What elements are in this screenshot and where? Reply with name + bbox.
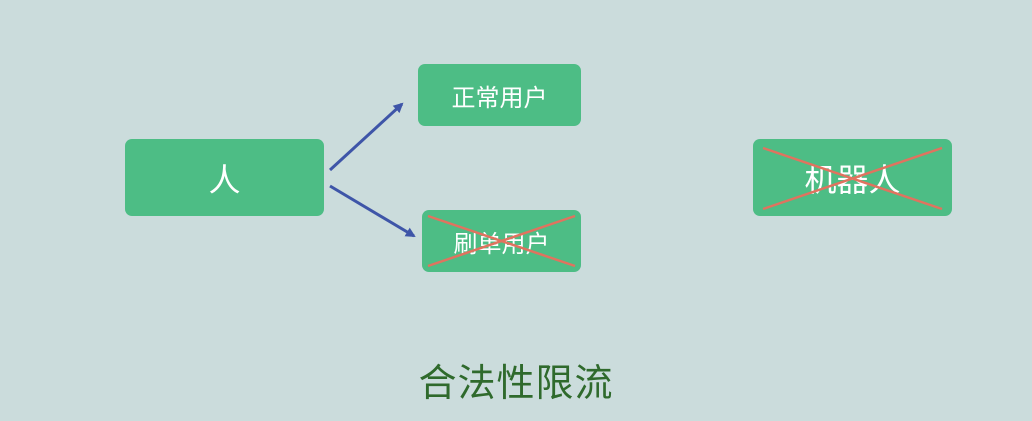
person-node: 人: [125, 139, 324, 216]
normal-user-node: 正常用户: [418, 64, 581, 126]
arrow-to-normal-user: [328, 102, 404, 172]
diagram-caption: 合法性限流: [418, 361, 614, 405]
fraud-user-label: 刷单用户: [453, 229, 550, 258]
robot-node: 机器人: [753, 139, 952, 216]
robot-label: 机器人: [804, 160, 901, 199]
arrow-to-fraud-user: [329, 184, 416, 238]
fraud-user-node: 刷单用户: [422, 210, 581, 272]
person-label: 人: [208, 160, 241, 199]
normal-user-label: 正常用户: [451, 83, 548, 112]
